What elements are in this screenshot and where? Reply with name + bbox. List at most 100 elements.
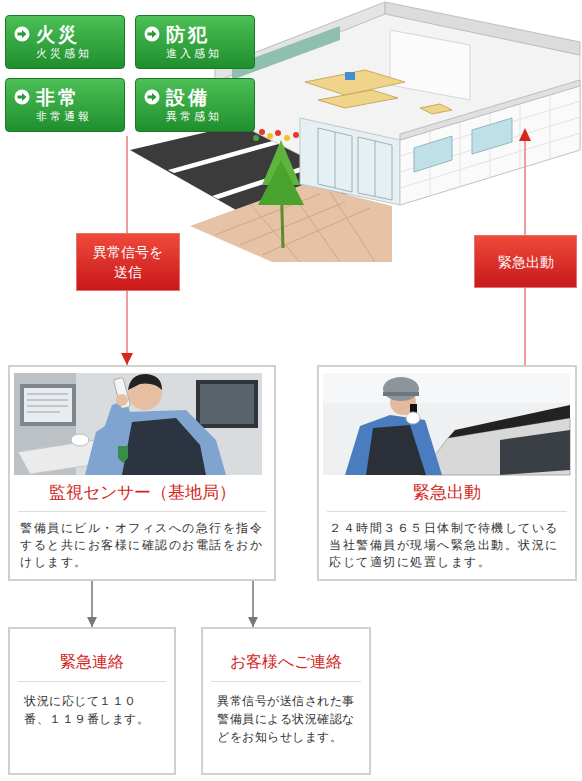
building-illustration-part-part: [250, 204, 300, 262]
building-illustration-part: [258, 160, 304, 205]
building-illustration-part: [472, 118, 512, 154]
connector: [126, 291, 128, 365]
photo-emergency-dispatch-part: [383, 377, 419, 401]
building-illustration-part: [420, 104, 452, 114]
building-illustration-part-part: [460, 122, 461, 187]
building-illustration-part-part: [240, 202, 345, 245]
arrow-icon: [144, 26, 160, 42]
leader-line-part: [524, 140, 526, 235]
photo-monitor-center-part: [200, 384, 254, 424]
building-illustration-part: [305, 70, 405, 95]
category-button: 設備異常感知: [135, 78, 255, 132]
building-illustration-part-part: [330, 192, 375, 262]
photo-monitor-center-part: [118, 446, 128, 463]
leader-line-part: [126, 136, 128, 233]
arrow-icon: [144, 89, 160, 105]
signal-tag: 異常信号を送信: [76, 233, 180, 291]
button-title: 非常: [36, 85, 80, 109]
arrow-icon: [145, 90, 160, 105]
connector: [524, 288, 526, 365]
building-illustration-part-part: [318, 128, 352, 192]
photo-monitor-center: [14, 373, 262, 475]
arrow-icon: [18, 93, 27, 101]
photo-monitor-center-part-part: [27, 406, 68, 407]
process-box: お客様へご連絡異常信号が送信された事警備員による状況確認などをお知らせします。: [201, 627, 371, 775]
button-subtitle: 進入感知: [144, 46, 246, 62]
photo-emergency-dispatch-part: [500, 430, 570, 475]
box-body: 警備員にビル・オフィスへの急行を指令すると共にお客様に確認のお電話をおかけします…: [16, 512, 268, 571]
box-body: 状況に応じて１１０番、１１９番します。: [18, 682, 166, 728]
arrow-icon: [148, 93, 157, 101]
arrow-icon: [145, 27, 160, 42]
process-box: 緊急出動２４時間３６５日体制で待機している当社警備員が現場へ緊急出動。状況に応じ…: [317, 365, 577, 581]
photo-emergency-dispatch-part: [323, 373, 570, 475]
photo-monitor-center-part: [122, 418, 206, 475]
connector: [252, 581, 254, 627]
box-body: ２４時間３６５日体制で待機している当社警備員が現場へ緊急出動。状況に応じて適切に…: [325, 512, 569, 571]
building-illustration-part-part: [335, 132, 336, 188]
building-illustration-part-part: [293, 132, 299, 138]
leader-line-part: [519, 128, 531, 141]
photo-emergency-dispatch-part: [366, 425, 426, 475]
building-illustration-part-part: [262, 208, 370, 255]
building-illustration-part-part: [267, 133, 273, 139]
photo-emergency-dispatch-part: [406, 412, 420, 424]
photo-monitor-center-part: [71, 434, 89, 446]
photo-emergency-dispatch-part: [323, 373, 570, 403]
arrow-icon: [14, 26, 30, 42]
building-illustration-part: [414, 136, 452, 172]
button-row: 防犯: [144, 22, 246, 46]
connector: [91, 581, 93, 627]
box-heading: お客様へご連絡: [211, 651, 361, 682]
photo-monitor-center-part: [27, 394, 68, 412]
photo-monitor-center-part-part: [27, 412, 60, 413]
photo-monitor-center-part: [20, 384, 76, 426]
photo-monitor-center-part-part: [27, 400, 68, 401]
button-title: 設備: [166, 85, 210, 109]
building-illustration-part-part: [259, 129, 265, 135]
button-subtitle: 火災感知: [14, 46, 116, 62]
category-button: 非常非常通報: [5, 78, 125, 132]
building-illustration-part: [318, 90, 398, 108]
category-button: 防犯進入感知: [135, 15, 255, 69]
box-body: 異常信号が送信された事警備員による状況確認などをお知らせします。: [211, 682, 361, 746]
building-illustration-part: [400, 85, 580, 205]
process-box: 緊急連絡状況に応じて１１０番、１１９番します。: [8, 627, 176, 775]
box-heading: 緊急連絡: [18, 651, 166, 682]
photo-monitor-center-part: [116, 394, 128, 406]
tag-text: 緊急出動: [498, 252, 554, 272]
photo-emergency-dispatch: [323, 373, 570, 475]
photo-monitor-center-part-part: [27, 394, 68, 395]
button-subtitle: 非常通報: [14, 109, 116, 125]
photo-monitor-center-part: [24, 388, 72, 422]
arrow-icon: [18, 30, 27, 38]
building-illustration-part-part: [550, 94, 551, 159]
button-row: 非常: [14, 85, 116, 109]
tag-text: 異常信号を送信: [91, 242, 165, 282]
building-illustration-part: [168, 140, 282, 173]
leader-line: [127, 128, 531, 235]
building-illustration: [130, 2, 580, 262]
building-illustration-part-part: [284, 135, 290, 141]
button-title: 防犯: [166, 22, 210, 46]
category-button: 火災火災感知: [5, 15, 125, 69]
building-illustration-part: [400, 80, 580, 140]
building-illustration-part: [318, 128, 392, 200]
building-illustration-part-part: [520, 103, 521, 168]
button-title: 火災: [36, 22, 80, 46]
building-illustration-part-part: [253, 135, 259, 141]
photo-monitor-center-part: [113, 377, 130, 409]
process-box: 監視センサー（基地局）警備員にビル・オフィスへの急行を指令すると共にお客様に確認…: [8, 365, 276, 581]
building-illustration-part-part: [375, 141, 376, 197]
arrow-icon: [148, 30, 157, 38]
button-subtitle: 異常感知: [144, 109, 246, 125]
building-illustration-part: [390, 30, 470, 100]
arrow-icon: [15, 90, 30, 105]
arrow-icon: [15, 27, 30, 42]
building-illustration-part: [253, 129, 299, 141]
arrow-icon: [14, 89, 30, 105]
box-heading: 監視センサー（基地局）: [18, 481, 266, 512]
signal-tag: 緊急出動: [474, 235, 577, 288]
button-row: 火災: [14, 22, 116, 46]
